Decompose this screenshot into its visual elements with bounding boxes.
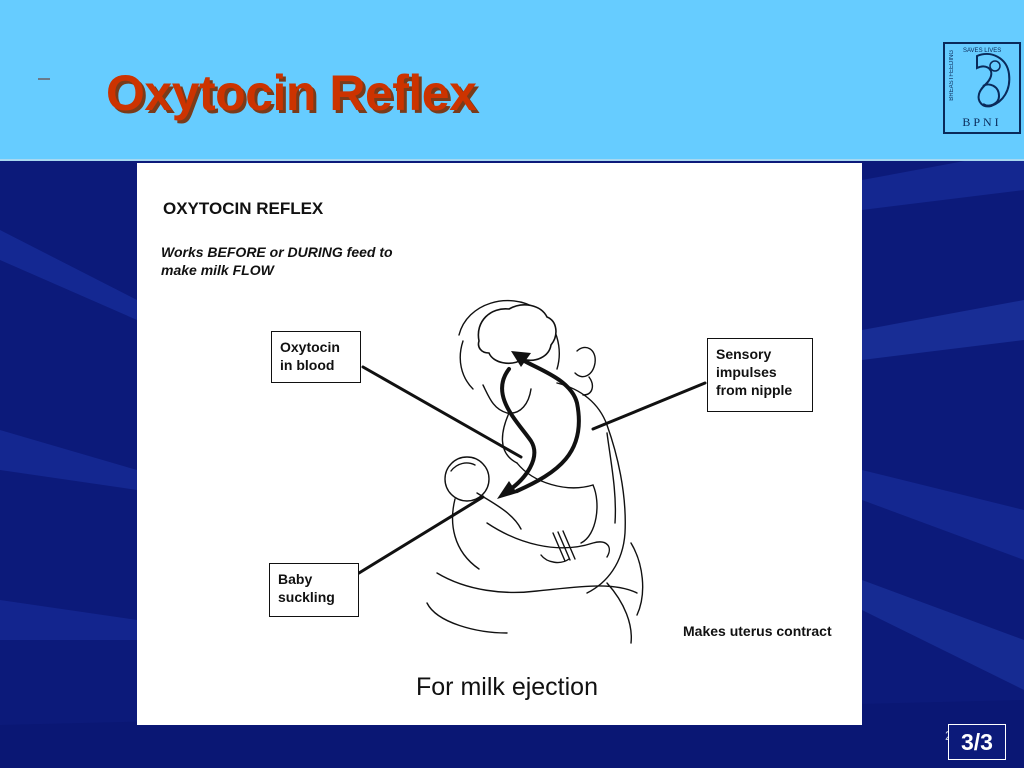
- pointer-line-sensory: [591, 381, 707, 431]
- diagram-panel: OXYTOCIN REFLEX Works BEFORE or DURING f…: [137, 163, 862, 725]
- diagram-caption: For milk ejection: [416, 673, 598, 701]
- slide-counter: 3/3: [948, 724, 1006, 760]
- logo-text: BPNI: [962, 115, 1002, 129]
- arrowhead-up-icon: [511, 351, 531, 367]
- mother-child-logo-icon: [976, 53, 1011, 108]
- header-bar: Oxytocin Reflex BREASTFEEDING SAVES LIVE…: [0, 0, 1024, 161]
- logo-top-text: SAVES LIVES: [963, 48, 1002, 54]
- brain-icon: [477, 304, 557, 365]
- diagram-title: OXYTOCIN REFLEX: [163, 199, 324, 218]
- slide-title: Oxytocin Reflex: [106, 65, 477, 121]
- label-baby-suckling: Baby suckling: [269, 563, 359, 617]
- hormone-arrow-down: [500, 367, 537, 495]
- decorative-mark: [38, 78, 50, 80]
- pointer-line-baby: [357, 495, 485, 575]
- label-oxytocin-in-blood: Oxytocin in blood: [271, 331, 361, 383]
- diagram-subtitle: Works BEFORE or DURING feed to make milk…: [161, 244, 393, 278]
- arrowhead-down-icon: [497, 481, 517, 499]
- label-uterus-contract: Makes uterus contract: [683, 623, 832, 639]
- pointer-line-oxytocin: [361, 365, 523, 459]
- label-sensory-impulses: Sensory impulses from nipple: [707, 338, 813, 412]
- logo-vertical-text: BREASTFEEDING: [949, 50, 955, 101]
- bpni-logo: BREASTFEEDING SAVES LIVES BPNI: [943, 42, 1021, 134]
- nerve-arrow-up: [515, 357, 581, 493]
- mother-breastfeeding-illustration: [357, 300, 707, 644]
